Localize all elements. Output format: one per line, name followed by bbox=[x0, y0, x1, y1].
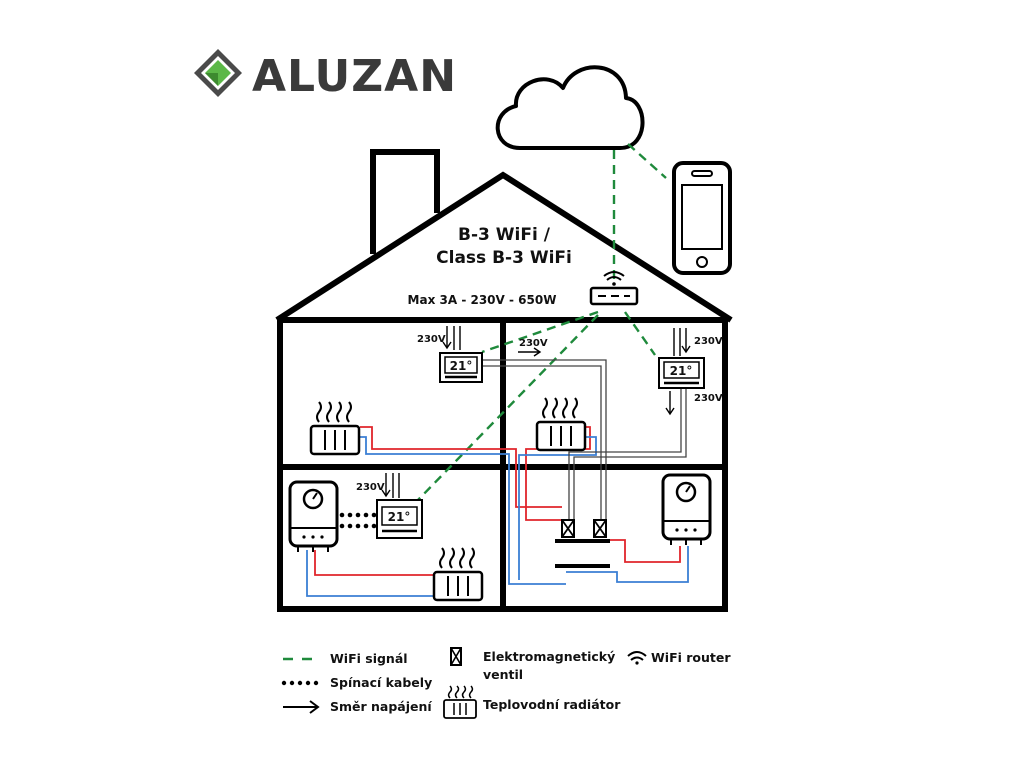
heat-waves-icon bbox=[439, 547, 475, 569]
arrow-right-icon bbox=[283, 700, 320, 714]
arrow-down-icon bbox=[442, 326, 461, 350]
supply-pipe-boiler-left bbox=[314, 550, 440, 576]
voltage-label: 230V bbox=[356, 482, 385, 493]
legend-switch-cables: Spínací kabely bbox=[281, 675, 432, 690]
legend-power-direction-label: Směr napájení bbox=[330, 699, 432, 714]
radiator-top-left bbox=[309, 401, 361, 456]
dots-icon bbox=[281, 680, 319, 686]
thermostat-top-left: 21° bbox=[439, 352, 483, 383]
boiler-right bbox=[661, 473, 712, 545]
legend: WiFi signál Spínací kabely Směr napájení… bbox=[281, 647, 731, 719]
wifi-links bbox=[417, 143, 667, 501]
wifi-link-thermostat-bottom bbox=[417, 314, 599, 501]
valve-icon bbox=[593, 519, 607, 538]
legend-valve: Elektromagnetický ventil bbox=[450, 647, 615, 682]
wifi-link-phone bbox=[627, 143, 667, 179]
legend-valve-label-line1: Elektromagnetický bbox=[483, 649, 615, 664]
wifi-router-signal-icon bbox=[603, 271, 625, 286]
house-outline bbox=[275, 149, 733, 612]
wifi-router bbox=[589, 271, 639, 306]
legend-router: WiFi router bbox=[627, 650, 731, 665]
cloud-icon bbox=[495, 65, 645, 150]
supply-pipe-boiler-right bbox=[605, 539, 681, 563]
return-pipe-boiler-left bbox=[306, 550, 440, 597]
thermostat-bottom: 21° bbox=[376, 499, 423, 539]
thermostat-top-right: 21° bbox=[658, 357, 705, 389]
arrow-down-icon bbox=[381, 473, 400, 498]
wire-thermostat-left-b bbox=[482, 365, 602, 520]
thermostat-wires bbox=[482, 359, 687, 520]
heat-waves-icon bbox=[542, 397, 578, 419]
arrow-right-icon bbox=[518, 347, 542, 357]
voltage-label: 230V bbox=[417, 334, 446, 345]
device-title-line1: B-3 WiFi / bbox=[458, 225, 551, 245]
voltage-label: 230V bbox=[519, 338, 548, 349]
radiator-bottom-left bbox=[432, 547, 484, 602]
wifi-icon bbox=[627, 651, 647, 665]
device-title-line2: Class B-3 WiFi bbox=[436, 248, 572, 268]
arrow-down-icon bbox=[673, 328, 691, 356]
legend-valve-label-line2: ventil bbox=[483, 667, 523, 682]
thermostat-temp: 21° bbox=[388, 510, 411, 524]
wifi-link-thermostat-left bbox=[481, 310, 599, 354]
wire-thermostat-left-a bbox=[482, 359, 607, 520]
logo-mark-icon bbox=[194, 49, 242, 97]
legend-wifi-signal: WiFi signál bbox=[283, 651, 408, 666]
legend-switch-cables-label: Spínací kabely bbox=[330, 675, 432, 690]
roof bbox=[275, 171, 733, 323]
voltage-label: 230V bbox=[694, 393, 723, 404]
supply-pipe-radiator-left bbox=[360, 426, 562, 508]
voltage-label: 230V bbox=[694, 336, 723, 347]
wire-thermostat-right-b bbox=[573, 388, 687, 520]
valve-icon bbox=[450, 647, 462, 666]
heat-waves-icon bbox=[316, 401, 352, 423]
return-pipe-radiator-mid bbox=[518, 436, 597, 580]
arrow-down-icon bbox=[665, 391, 675, 416]
return-pipe-radiator-left bbox=[360, 436, 566, 585]
wire-thermostat-right-a bbox=[568, 388, 682, 520]
legend-wifi-signal-label: WiFi signál bbox=[330, 651, 408, 666]
power-annotations: 230V 230V 230V 230V 230V bbox=[356, 326, 723, 498]
radiator-top-middle bbox=[535, 397, 587, 452]
wifi-link-thermostat-right bbox=[624, 311, 656, 356]
brand-name: ALUZAN bbox=[252, 51, 457, 102]
thermostat-temp: 21° bbox=[450, 359, 473, 373]
legend-radiator: Teplovodní radiátor bbox=[443, 685, 621, 719]
chimney bbox=[370, 149, 440, 254]
return-pipe-boiler-right bbox=[566, 546, 689, 583]
legend-radiator-label: Teplovodní radiátor bbox=[483, 697, 621, 712]
aluzan-logo: ALUZAN bbox=[194, 49, 457, 102]
legend-router-label: WiFi router bbox=[651, 650, 731, 665]
device-spec: Max 3A - 230V - 650W bbox=[408, 293, 557, 307]
heat-waves-icon bbox=[447, 685, 474, 699]
valve-icon bbox=[561, 519, 575, 538]
legend-power-direction: Směr napájení bbox=[283, 699, 432, 714]
smartphone-icon bbox=[672, 161, 732, 275]
boiler-left bbox=[288, 480, 339, 552]
thermostat-temp: 21° bbox=[670, 364, 693, 378]
valve-manifold bbox=[555, 519, 610, 568]
switch-cable-dots bbox=[339, 512, 377, 529]
